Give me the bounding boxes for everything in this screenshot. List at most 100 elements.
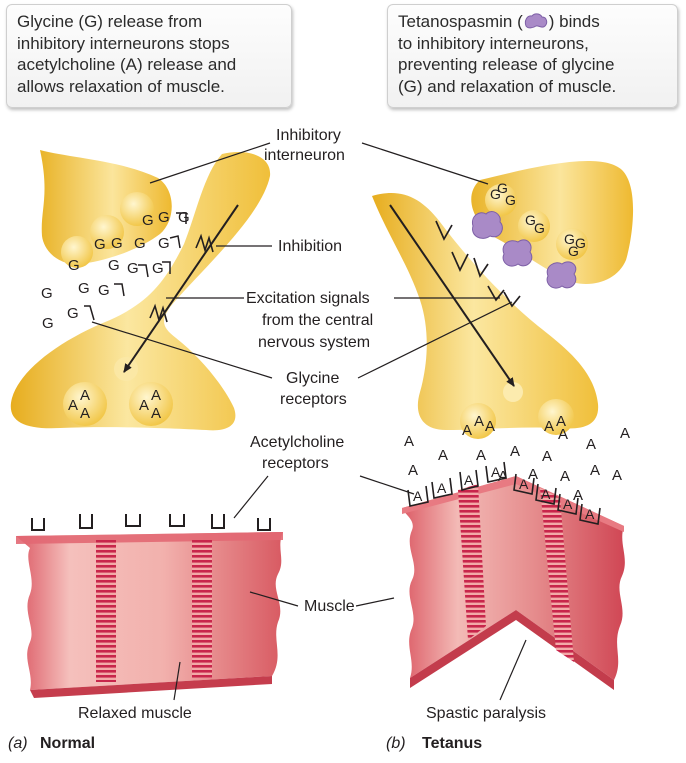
- label-excitation-2: from the central: [262, 312, 373, 329]
- callout-normal: Glycine (G) release from inhibitory inte…: [6, 4, 292, 108]
- glycine-label: G: [490, 186, 501, 202]
- panel-b-title: Tetanus: [422, 735, 482, 752]
- glycine-label: G: [568, 243, 579, 259]
- glycine-letters-tetanus: G G G G G G G G: [490, 180, 586, 259]
- label-excitation-1: Excitation signals: [246, 290, 370, 307]
- soma-highlight: [503, 382, 523, 402]
- excitation-arrow-normal: [123, 204, 239, 373]
- tetanospasmin-icon: [502, 239, 533, 267]
- tetanospasmin-molecules: [471, 211, 577, 289]
- sarcomere-band: [96, 540, 116, 682]
- label-relaxed-muscle: Relaxed muscle: [78, 705, 192, 722]
- label-ach-1: Acetylcholine: [250, 434, 344, 451]
- callout-tetanus: Tetanospasmin ( ) binds to inhibitory int…: [387, 4, 678, 108]
- callout-normal-line-2: inhibitory interneurons stops: [17, 33, 230, 53]
- ach-vesicle: [538, 399, 574, 435]
- label-ach-2: receptors: [262, 455, 329, 472]
- ach-vesicle: [460, 403, 496, 439]
- panel-a-letter: (a): [8, 735, 28, 752]
- glycine-label: G: [505, 192, 516, 208]
- bound-ach-letters: A A A A A A A A: [413, 464, 595, 522]
- glycine-label: G: [158, 235, 170, 252]
- sarcomere-band: [458, 484, 486, 640]
- ach-label: A: [413, 488, 423, 504]
- callout-tetanus-line-1-start: Tetanospasmin (: [398, 12, 523, 31]
- panel-titles: (a) Normal (b) Tetanus: [8, 735, 482, 752]
- ach-label: A: [544, 418, 554, 435]
- callout-tetanus-line-2: to inhibitory interneurons,: [398, 33, 589, 53]
- sarcomere-band: [540, 488, 574, 662]
- inhibition-mark: [149, 303, 168, 323]
- glycine-label: G: [158, 209, 170, 226]
- glycine-label: G: [564, 231, 575, 247]
- vesicle: [120, 192, 154, 226]
- ach-receptors-tetanus: [407, 461, 601, 525]
- glycine-label: G: [94, 236, 106, 253]
- ach-label: A: [528, 466, 538, 483]
- label-muscle: Muscle: [304, 598, 355, 615]
- ach-label: A: [498, 468, 508, 485]
- ach-label: A: [542, 448, 552, 465]
- ach-label: A: [541, 486, 551, 502]
- glycine-label: G: [68, 257, 80, 274]
- glycine-label: G: [534, 220, 545, 236]
- label-inhibition: Inhibition: [278, 238, 342, 255]
- label-inhibitory-1: Inhibitory: [276, 127, 341, 144]
- ach-label: A: [437, 480, 447, 496]
- inhibition-mark: [195, 233, 214, 253]
- ach-label: A: [404, 433, 414, 450]
- ach-vesicle: [63, 382, 107, 426]
- glycine-receptors-normal: [84, 212, 187, 321]
- ach-label: A: [408, 462, 418, 479]
- label-glycine-2: receptors: [280, 391, 347, 408]
- ach-label: A: [556, 413, 566, 430]
- ach-label: A: [620, 425, 630, 442]
- ach-label: A: [558, 426, 568, 443]
- glycine-label: G: [152, 260, 164, 277]
- vesicle: [518, 210, 550, 242]
- ach-label: A: [80, 387, 90, 404]
- callout-normal-line-4: allows relaxation of muscle.: [17, 76, 225, 96]
- glycine-label: G: [111, 235, 123, 252]
- ach-vesicle: [129, 382, 173, 426]
- ach-label: A: [573, 487, 583, 504]
- callout-tetanus-line-3: preventing release of glycine: [398, 55, 615, 74]
- vesicle: [61, 236, 93, 268]
- ach-label: A: [151, 387, 161, 404]
- ach-label: A: [590, 462, 600, 479]
- ach-label: A: [485, 418, 495, 435]
- ach-label: A: [474, 413, 484, 430]
- panel-b-letter: (b): [386, 735, 406, 752]
- leader-lines: [91, 142, 527, 701]
- glycine-letters-normal: G G G G G G G G G G G G G G G G: [41, 209, 190, 332]
- ach-label: A: [586, 436, 596, 453]
- ach-label: A: [464, 472, 474, 488]
- muscle-relaxed: [16, 532, 283, 690]
- tetanus-panel: G G G G G G G G A A A: [372, 161, 634, 690]
- ach-label: A: [68, 397, 78, 414]
- tetanospasmin-icon: [546, 261, 577, 289]
- motor-neuron-normal: [10, 152, 271, 431]
- ach-letters-normal: A A A A A A: [68, 387, 161, 422]
- ach-label: A: [151, 405, 161, 422]
- tetanospasmin-icon: [524, 13, 547, 29]
- ach-label: A: [438, 447, 448, 464]
- ach-label: A: [139, 397, 149, 414]
- callout-tetanus-line-4: (G) and relaxation of muscle.: [398, 76, 617, 96]
- label-spastic-paralysis: Spastic paralysis: [426, 705, 546, 722]
- inhibitory-interneuron-normal: [40, 150, 172, 265]
- ach-receptors-normal: [31, 514, 271, 531]
- glycine-label: G: [41, 285, 53, 302]
- ach-label: A: [476, 447, 486, 464]
- ach-label: A: [612, 467, 622, 484]
- ach-label: A: [462, 422, 472, 439]
- label-glycine-1: Glycine: [286, 370, 339, 387]
- ach-label: A: [519, 476, 529, 492]
- vesicle: [485, 184, 517, 216]
- glycine-label: G: [67, 305, 79, 322]
- glycine-label: G: [42, 315, 54, 332]
- glycine-label: G: [178, 209, 190, 226]
- callout-tetanus-line-1-end: ) binds: [548, 12, 600, 31]
- label-excitation-3: nervous system: [258, 334, 370, 351]
